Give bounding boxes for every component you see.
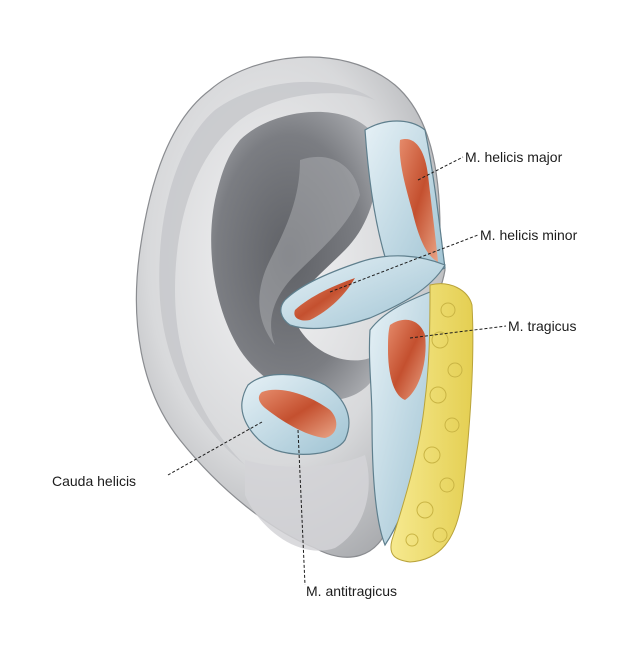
tragicus-muscle xyxy=(388,319,426,400)
fat-lobules xyxy=(405,302,463,547)
label-cauda-helicis: Cauda helicis xyxy=(52,473,137,489)
lobule xyxy=(245,455,369,551)
leader-helicis-minor xyxy=(329,234,479,293)
label-helicis-major: M. helicis major xyxy=(465,149,563,165)
antihelix xyxy=(259,156,360,345)
label-helicis-minor: M. helicis minor xyxy=(480,227,578,243)
antitragicus-muscle xyxy=(258,389,337,438)
fat-tissue xyxy=(390,283,474,563)
helicis-major-muscle xyxy=(399,139,438,262)
label-tragicus: M. tragicus xyxy=(508,318,577,334)
leader-antitragicus xyxy=(297,429,306,586)
leader-tragicus xyxy=(409,325,507,339)
label-antitragicus: M. antitragicus xyxy=(306,583,398,599)
leader-helicis-major xyxy=(417,156,464,181)
leader-cauda-helicis xyxy=(167,421,263,476)
